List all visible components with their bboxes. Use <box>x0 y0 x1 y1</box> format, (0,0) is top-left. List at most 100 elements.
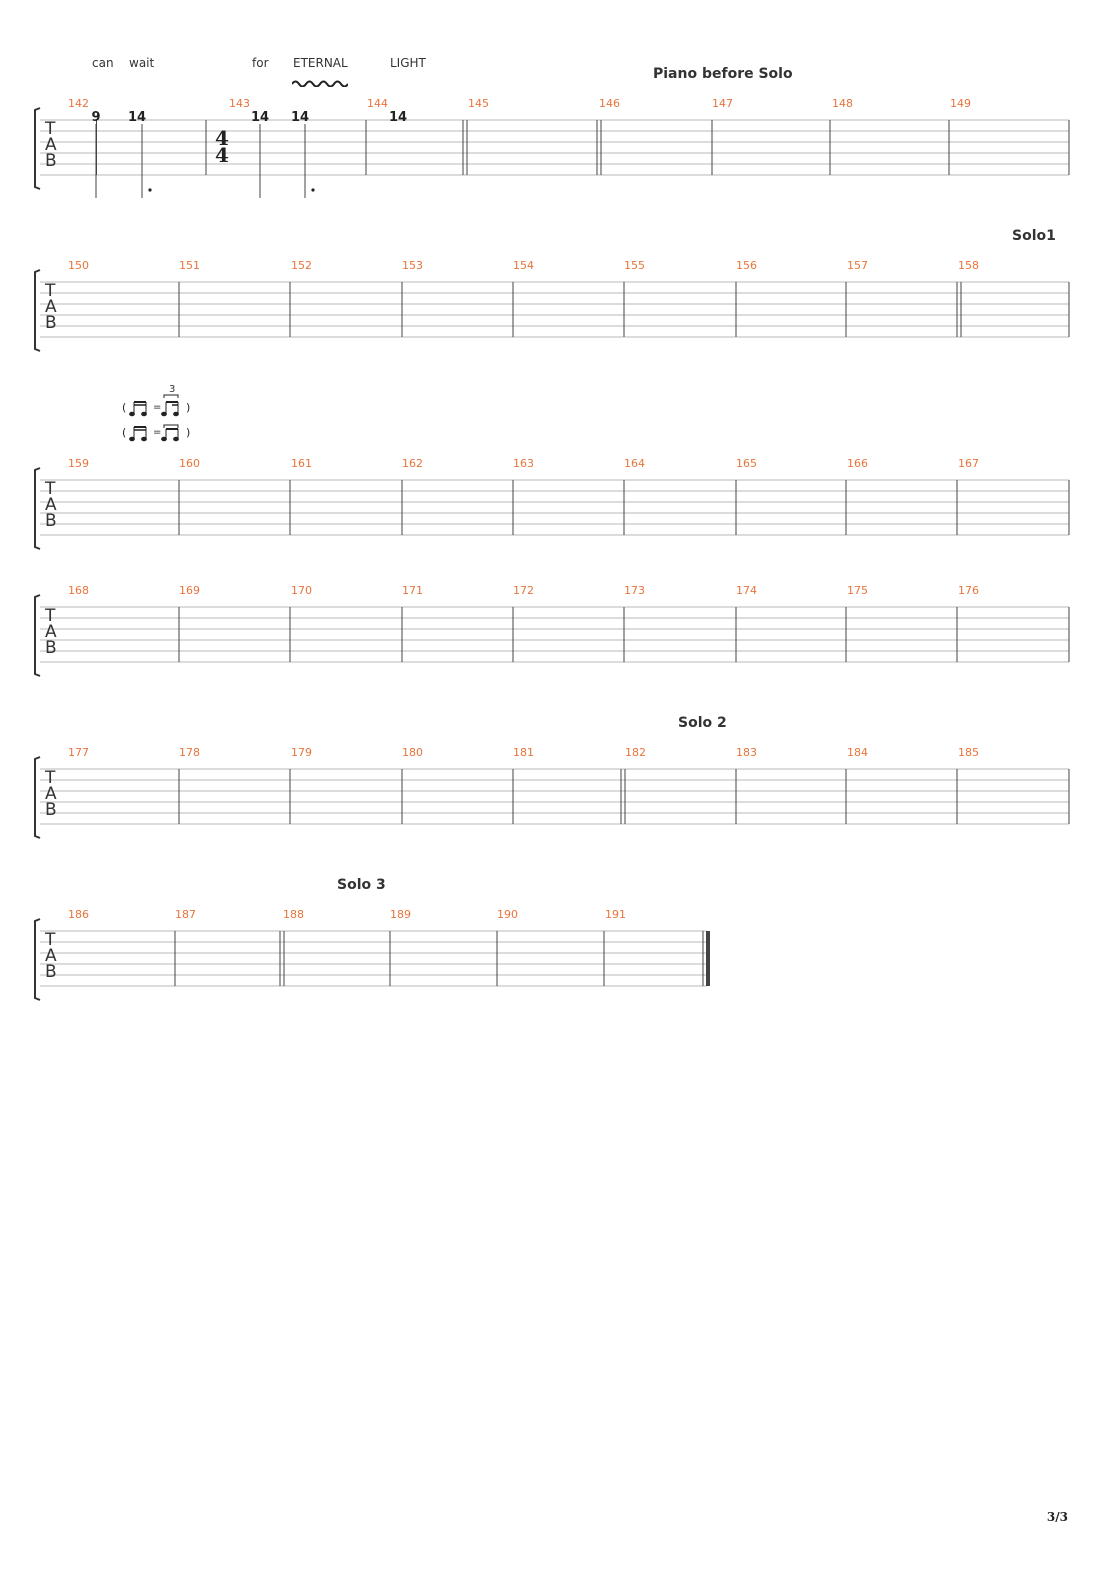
lyric-for: for <box>252 56 269 70</box>
tab-clef-letter: T <box>45 479 56 499</box>
measure-number: 167 <box>958 457 979 470</box>
page-number: 3/3 <box>1046 1510 1068 1524</box>
measure-number: 166 <box>847 457 868 470</box>
tab-staff <box>34 918 710 1001</box>
section-solo1: Solo1 <box>1012 228 1056 244</box>
measure-number: 151 <box>179 259 200 272</box>
svg-text:=: = <box>153 427 161 438</box>
tab-clef-letter: A <box>45 784 57 804</box>
vibrato-icon <box>292 80 348 87</box>
measure-number: 168 <box>68 584 89 597</box>
staff-bracket <box>34 594 41 677</box>
svg-text:(: ( <box>122 426 126 439</box>
measure-number: 164 <box>624 457 645 470</box>
measure-number: 184 <box>847 746 868 759</box>
measure-number: 165 <box>736 457 757 470</box>
time-signature-top: 4 <box>215 126 229 150</box>
fret-number: 14 <box>388 110 408 125</box>
measure-number: 158 <box>958 259 979 272</box>
tab-clef-letter: B <box>45 151 57 171</box>
measure-number: 183 <box>736 746 757 759</box>
section-solo2: Solo 2 <box>678 715 727 731</box>
rhythm-stems <box>95 124 315 198</box>
measure-number: 182 <box>625 746 646 759</box>
lyric-eternal: ETERNAL <box>293 56 348 70</box>
measure-number: 174 <box>736 584 757 597</box>
measure-number: 177 <box>68 746 89 759</box>
staff-bracket <box>34 269 41 352</box>
tab-clef-letter: A <box>45 297 57 317</box>
tab-staff <box>34 594 1070 677</box>
tab-clef-letter: T <box>45 768 56 788</box>
tab-clef-letter: B <box>45 511 57 531</box>
svg-text:=: = <box>153 402 161 413</box>
tab-clef-letter: A <box>45 135 57 155</box>
tuplet-number: 3 <box>169 384 176 395</box>
time-signature: 4 4 <box>213 126 231 167</box>
triplet-feel-icon: ( = ) ( = ) <box>122 394 190 442</box>
measure-number: 150 <box>68 259 89 272</box>
measure-number: 185 <box>958 746 979 759</box>
measure-number: 146 <box>599 97 620 110</box>
fret-number: 9 <box>91 110 101 125</box>
measure-number: 173 <box>624 584 645 597</box>
tab-clef-letter: A <box>45 946 57 966</box>
measure-number: 144 <box>367 97 388 110</box>
measure-number: 191 <box>605 908 626 921</box>
lyric-can: can <box>92 56 114 70</box>
time-signature-bottom: 4 <box>215 143 229 167</box>
measure-number: 161 <box>291 457 312 470</box>
measure-number: 160 <box>179 457 200 470</box>
measure-number: 147 <box>712 97 733 110</box>
measure-number: 176 <box>958 584 979 597</box>
measure-number: 162 <box>402 457 423 470</box>
tab-clef-letter: B <box>45 800 57 820</box>
measure-number: 157 <box>847 259 868 272</box>
measure-number: 181 <box>513 746 534 759</box>
measure-number: 154 <box>513 259 534 272</box>
measure-number: 159 <box>68 457 89 470</box>
tab-clef-letter: B <box>45 313 57 333</box>
tab-clef-letter: B <box>45 638 57 658</box>
measure-number: 163 <box>513 457 534 470</box>
measure-number: 143 <box>229 97 250 110</box>
section-solo3: Solo 3 <box>337 877 386 893</box>
tab-staff <box>34 269 1070 352</box>
measure-number: 180 <box>402 746 423 759</box>
measure-number: 175 <box>847 584 868 597</box>
tab-clef-letter: T <box>45 930 56 950</box>
staff-bracket <box>34 467 41 550</box>
tab-clef-letter: A <box>45 622 57 642</box>
tab-clef-letter: T <box>45 119 56 139</box>
measure-number: 145 <box>468 97 489 110</box>
lyric-wait: wait <box>129 56 155 70</box>
tab-clef-letter: B <box>45 962 57 982</box>
tab-staff <box>34 467 1070 550</box>
measure-number: 142 <box>68 97 89 110</box>
staff-bracket <box>34 756 41 839</box>
tab-clef-letter: T <box>45 606 56 626</box>
measure-number: 155 <box>624 259 645 272</box>
measure-number: 169 <box>179 584 200 597</box>
svg-text:): ) <box>186 426 190 439</box>
measure-number: 186 <box>68 908 89 921</box>
measure-number: 149 <box>950 97 971 110</box>
tab-staff <box>34 107 1070 190</box>
measure-number: 152 <box>291 259 312 272</box>
measure-number: 178 <box>179 746 200 759</box>
measure-number: 156 <box>736 259 757 272</box>
measure-number: 188 <box>283 908 304 921</box>
staff-bracket <box>34 107 41 190</box>
measure-number: 190 <box>497 908 518 921</box>
measure-number: 153 <box>402 259 423 272</box>
dot <box>311 188 315 192</box>
measure-number: 189 <box>390 908 411 921</box>
measure-number: 171 <box>402 584 423 597</box>
staff-bracket <box>34 918 41 1001</box>
section-piano-before-solo: Piano before Solo <box>653 66 793 82</box>
measure-number: 148 <box>832 97 853 110</box>
tab-clef-letter: T <box>45 281 56 301</box>
measure-number: 179 <box>291 746 312 759</box>
measure-number: 172 <box>513 584 534 597</box>
svg-text:): ) <box>186 401 190 414</box>
